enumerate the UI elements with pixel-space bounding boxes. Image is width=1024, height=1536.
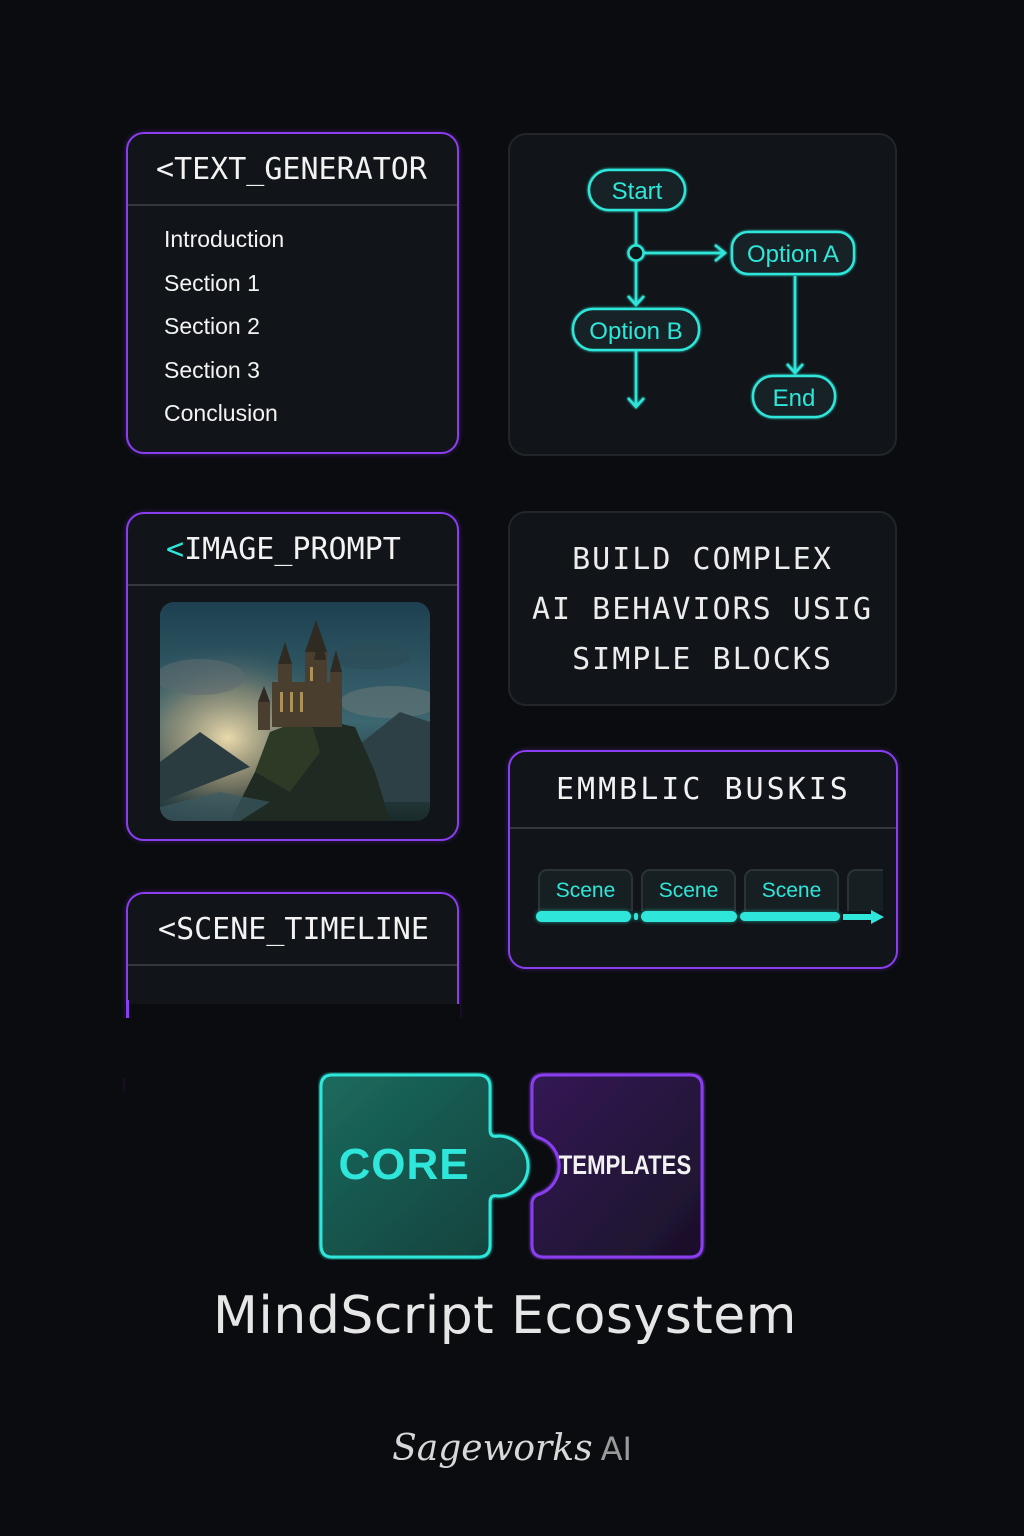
scene-tab-3[interactable]: Scene xyxy=(744,869,839,911)
text-generator-header: < TEXT_GENERATOR xyxy=(128,134,457,206)
section-item-introduction[interactable]: Introduction xyxy=(164,226,285,252)
flow-node-option-b xyxy=(571,307,701,352)
flow-label-option-a: Option A xyxy=(747,241,839,268)
timeline-fade xyxy=(120,1018,465,1078)
tagline-line-2: AI BEHAVIORS USIG xyxy=(531,592,874,627)
puzzle-pieces: CORE TEMPLATES xyxy=(318,1072,706,1260)
templates-label: TEMPLATES xyxy=(558,1149,692,1180)
scene-tab-1[interactable]: Scene xyxy=(538,869,633,911)
section-list: Introduction Section 1 Section 2 Section… xyxy=(128,206,457,442)
scene-tab-2[interactable]: Scene xyxy=(641,869,736,911)
arrow-right-icon xyxy=(843,910,884,924)
scene-strip: Scene Scene Scene xyxy=(534,867,884,927)
puzzle-graphic xyxy=(319,1073,704,1259)
scene-tab-partial[interactable] xyxy=(847,869,883,911)
tagline-card: BUILD COMPLEX AI BEHAVIORS USIG SIMPLE B… xyxy=(508,511,897,706)
flowchart-card: Start Option A Option B End xyxy=(508,133,897,456)
image-prompt-header: < IMAGE_PROMPT xyxy=(128,514,457,586)
page-title: MindScript Ecosystem xyxy=(213,1286,797,1346)
scene-timeline-header: < SCENE_TIMELINE xyxy=(128,894,457,966)
scene-progress-bar-1 xyxy=(536,911,631,922)
flow-label-option-b: Option B xyxy=(589,318,682,345)
castle-illustration xyxy=(160,602,430,821)
section-item-conclusion[interactable]: Conclusion xyxy=(164,400,278,426)
flow-label-start: Start xyxy=(612,178,663,205)
brand-name: Sageworks xyxy=(392,1428,593,1469)
symbolic-blocks-title: EMMBLIC BUSKIS xyxy=(556,772,851,807)
core-piece xyxy=(319,1073,530,1259)
scene-timeline-title: SCENE_TIMELINE xyxy=(176,911,429,947)
text-generator-title: TEXT_GENERATOR xyxy=(174,151,427,187)
image-prompt-card[interactable]: < IMAGE_PROMPT xyxy=(126,512,459,841)
tagline-text: BUILD COMPLEX AI BEHAVIORS USIG SIMPLE B… xyxy=(510,535,895,685)
flow-node-start xyxy=(587,168,687,212)
text-generator-card[interactable]: < TEXT_GENERATOR Introduction Section 1 … xyxy=(126,132,459,454)
core-label: CORE xyxy=(338,1140,470,1189)
chevron-left-icon: < xyxy=(158,911,177,947)
flow-node-option-a xyxy=(730,230,856,276)
flowchart-diagram: Start Option A Option B End xyxy=(571,168,856,419)
section-item-1[interactable]: Section 1 xyxy=(164,269,260,296)
scene-bar-connector xyxy=(634,913,638,920)
flow-node-end xyxy=(751,374,837,419)
symbolic-blocks-card[interactable]: EMMBLIC BUSKIS Scene Scene Scene xyxy=(508,750,898,969)
castle-image xyxy=(160,602,430,821)
brand-suffix: AI xyxy=(600,1430,632,1468)
symbolic-blocks-header: EMMBLIC BUSKIS xyxy=(510,752,896,829)
timeline-left-edge xyxy=(126,1000,129,1018)
chevron-left-icon: < xyxy=(166,531,185,567)
section-item-3[interactable]: Section 3 xyxy=(164,356,260,383)
tagline-line-3: SIMPLE BLOCKS xyxy=(572,642,833,677)
image-prompt-title: IMAGE_PROMPT xyxy=(184,531,401,567)
scene-progress-bar-3 xyxy=(740,912,840,921)
chevron-left-icon: < xyxy=(156,151,175,187)
flow-label-end: End xyxy=(773,385,816,412)
tagline-line-1: BUILD COMPLEX xyxy=(572,542,833,577)
templates-piece xyxy=(530,1073,704,1259)
scene-progress-bar-2 xyxy=(641,911,737,922)
section-item-2[interactable]: Section 2 xyxy=(164,313,260,339)
